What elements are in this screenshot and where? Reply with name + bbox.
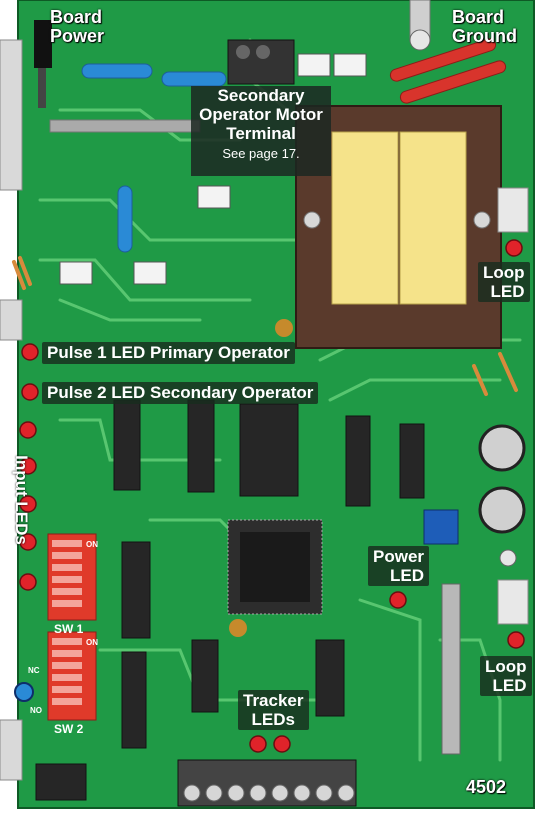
callout-line-2: Operator Motor xyxy=(199,105,323,124)
see-page-note: See page 17. xyxy=(222,146,300,161)
left-edge-connectors xyxy=(0,39,23,781)
input-leds-label: Input LEDs xyxy=(11,455,31,545)
board-power-plug xyxy=(34,20,52,68)
model-number: 4502 xyxy=(466,777,507,797)
dip-switch-1-on-label: ON xyxy=(86,540,98,549)
dip-switch-2-on-label: ON xyxy=(86,638,98,647)
transformer-coil-right xyxy=(399,131,467,305)
callout-line-3: Terminal xyxy=(226,124,296,143)
potentiometer xyxy=(423,509,459,545)
callout-line-1: Secondary xyxy=(217,86,305,105)
metal-bar xyxy=(49,119,201,133)
pulse2-label: Pulse 2 LED Secondary Operator xyxy=(42,382,319,404)
heatsink xyxy=(441,583,461,755)
red-resistors-top xyxy=(389,38,507,104)
nc-no-jumper xyxy=(14,682,34,702)
sw1-label: SW 1 xyxy=(54,622,84,636)
pulse1-label: Pulse 1 LED Primary Operator xyxy=(42,342,295,364)
ic-chips xyxy=(35,399,425,801)
blue-capacitors xyxy=(81,63,227,253)
sw2-label: SW 2 xyxy=(54,722,84,736)
small-components xyxy=(59,53,367,285)
secondary-operator-motor-terminal-callout: Secondary Operator Motor Terminal See pa… xyxy=(191,86,331,176)
electrolytic-capacitors xyxy=(478,424,526,534)
right-connector-top xyxy=(497,187,529,233)
right-connector-bottom xyxy=(497,579,529,625)
transformer-coil-left xyxy=(331,131,399,305)
nc-label: NC xyxy=(28,666,40,675)
leds xyxy=(19,239,525,753)
no-label: NO xyxy=(30,706,42,715)
